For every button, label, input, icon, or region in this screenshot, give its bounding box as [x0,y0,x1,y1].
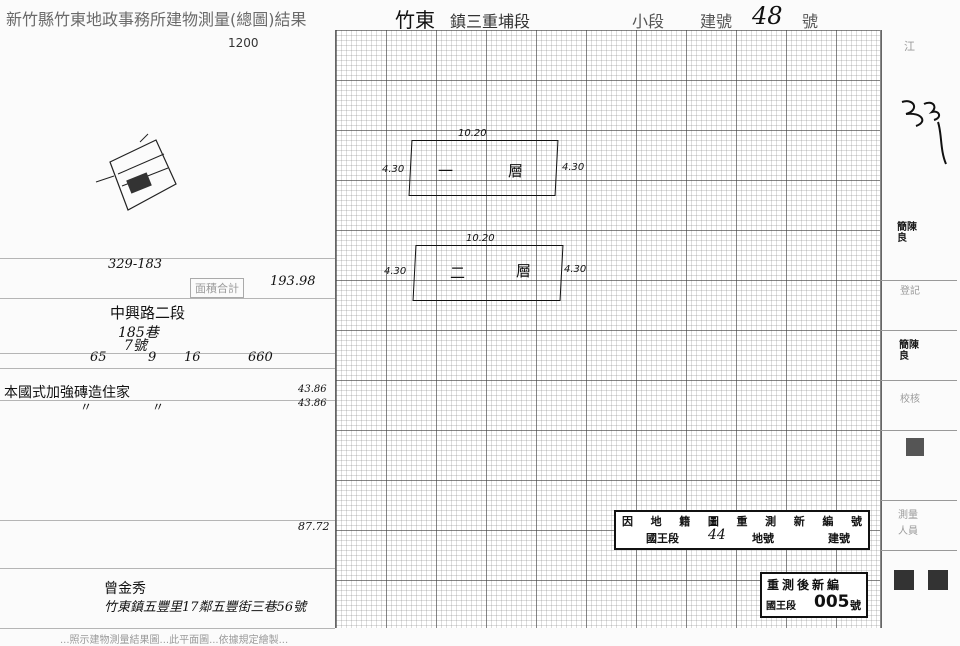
form-rule [0,520,335,521]
column-label: 人員 [898,526,918,537]
resurvey-stamp: 重測後新編 國王段 005 號 [760,572,868,618]
floor-1-width: 10.20 [458,128,487,139]
total-area: 87.72 [298,520,330,533]
floor-1-suffix: 層 [508,162,524,180]
floor-2-depth-left: 4.30 [384,266,407,277]
floor-area-1: 43.86 [298,384,327,395]
address-lane: 185巷 [118,325,159,341]
floor-1-label: 一 [438,162,454,180]
area-total-label: 面積合計 [190,278,244,298]
signature-stamp-2: 簡陳良 [899,340,919,362]
column-label: 測量 [898,510,918,521]
form-rule [0,568,335,569]
ditto-mark: 〃 [80,400,93,414]
floor-2-depth-right: 4.30 [564,264,587,275]
owner-name: 曾金秀 [104,581,146,597]
column-rule [881,550,957,551]
document-title: 新竹縣竹東地政事務所建物測量(總圖)結果 [6,10,307,29]
form-rule [0,368,335,369]
stamp-char: 籍 [679,515,691,528]
stamp-section: 國王段 [646,532,679,545]
column-rule [881,280,957,281]
parcel-number: 329-183 [108,257,163,272]
building-no-suffix: 號 [802,12,819,31]
resurvey-suffix: 號 [850,599,861,612]
column-rule [881,330,957,331]
date-year: 65 [90,350,107,365]
date-month: 9 [148,350,157,365]
stamp-char: 測 [765,515,777,528]
column-rule [881,380,957,381]
form-rule [0,628,335,629]
stamp-building-label: 建號 [828,532,850,545]
permit-number: 660 [248,350,273,365]
column-rule [881,430,957,431]
floor-1-depth-right: 4.30 [562,162,585,173]
floor-1-depth-left: 4.30 [382,164,405,175]
floor-2-label: 二 [450,264,466,282]
seal-mark [928,570,948,590]
signature-scribble [901,100,947,165]
column-rule [881,500,957,501]
date-day: 16 [184,350,201,365]
stamp-char: 圖 [707,515,719,528]
structure-use: 本國式加強磚造住家 [4,385,130,401]
seal-mark [894,570,914,590]
stamp-char: 因 [622,515,633,528]
resurvey-title: 重測後新編 [767,578,843,592]
stamp-char: 號 [851,515,862,528]
floor-area-2: 43.86 [298,398,327,409]
form-rule [0,258,335,259]
resurvey-section: 國王段 [766,601,796,612]
stamp-char: 重 [736,515,748,528]
scale-value: 1200 [228,36,259,50]
floor-2-suffix: 層 [516,262,532,280]
footer-note: ...照示建物測量結果圖...此平面圖...依據規定繪製... [60,635,289,646]
column-label: 校核 [900,394,920,405]
floor-2-width: 10.20 [466,233,495,244]
town-suffix: 鎮三重埔段 [450,12,531,31]
signature-stamp-1: 簡陳良 [897,222,917,244]
floor-plan-1 [408,140,559,196]
column-note: 江 [904,40,915,53]
area-total: 193.98 [270,274,316,289]
signature-column [880,30,957,628]
location-sketch [95,133,177,211]
form-rule [0,400,335,401]
form-rule [0,298,335,299]
seal-mark [906,438,924,456]
township-name: 竹東 [395,8,435,32]
building-number: 48 [752,2,783,30]
building-no-label: 建號 [700,12,733,31]
owner-address: 竹東鎮五豐里17鄰五豐街三巷56號 [104,600,307,615]
resurvey-number: 005 [814,592,850,612]
stamp-land-number: 44 [708,527,726,543]
renumber-stamp: 因 地 籍 圖 重 測 新 編 號 國王段 44 地號 建號 [614,510,870,550]
address-number: 7號 [124,338,147,354]
subsection-label: 小段 [632,12,665,31]
survey-grid [335,30,882,628]
stamp-char: 新 [793,515,805,528]
address-road: 中興路二段 [110,304,186,322]
form-rule [0,353,335,354]
stamp-char: 地 [650,515,662,528]
stamp-land-label: 地號 [752,532,774,545]
stamp-char: 編 [822,515,834,528]
column-label: 登記 [900,286,920,297]
ditto-mark: 〃 [152,400,165,414]
floor-plan-2 [412,245,564,301]
